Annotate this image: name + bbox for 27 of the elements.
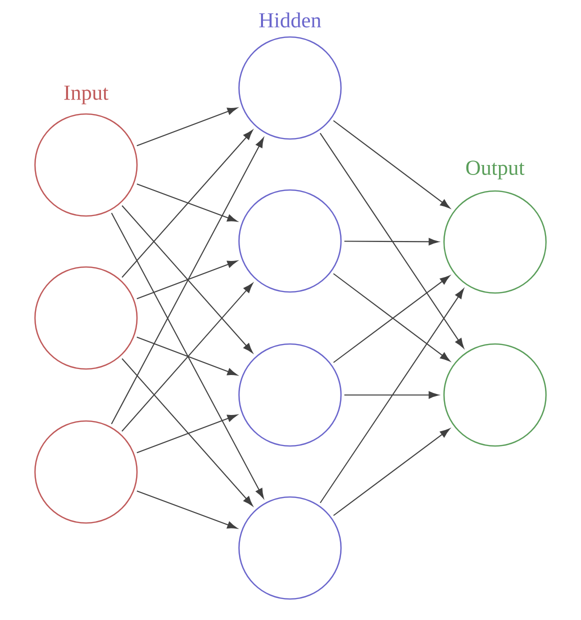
- arrow: [136, 414, 238, 454]
- neuron-circle: [443, 343, 547, 447]
- arrow: [136, 260, 238, 300]
- neuron-circle: [443, 190, 547, 294]
- arrow: [122, 205, 253, 354]
- arrow: [111, 212, 264, 498]
- arrow: [136, 183, 238, 222]
- arrow: [136, 336, 238, 376]
- neuron-circle: [34, 266, 138, 370]
- arrow: [122, 283, 253, 432]
- neuron-circle: [238, 496, 342, 600]
- arrow: [333, 428, 450, 516]
- arrow: [136, 490, 238, 529]
- arrow: [333, 120, 450, 208]
- neuron-circle: [34, 420, 138, 524]
- arrow: [122, 130, 253, 278]
- arrow: [136, 108, 238, 146]
- arrow: [111, 138, 264, 424]
- arrow: [320, 288, 464, 504]
- arrow: [320, 132, 464, 348]
- arrow: [122, 358, 253, 506]
- neuron-circle: [238, 36, 342, 140]
- arrow: [344, 238, 439, 246]
- neuron-circle: [238, 343, 342, 447]
- neuron-circle: [238, 189, 342, 293]
- neuron-circle: [34, 113, 138, 217]
- arrow: [344, 391, 439, 399]
